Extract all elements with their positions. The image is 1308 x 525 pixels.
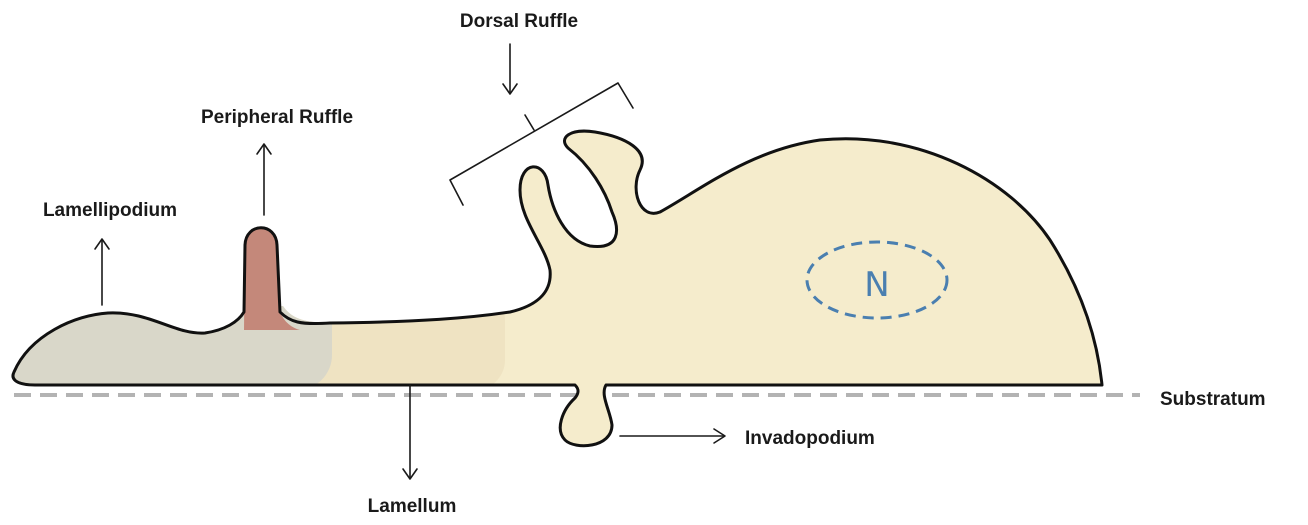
dorsal-ruffle-bracket-tick bbox=[525, 115, 534, 130]
peripheral-ruffle-shape bbox=[244, 228, 300, 330]
substratum-label: Substratum bbox=[1160, 389, 1266, 410]
nucleus-label: N bbox=[864, 265, 889, 305]
invadopodium-label: Invadopodium bbox=[745, 428, 875, 449]
peripheral-ruffle-label: Peripheral Ruffle bbox=[201, 107, 353, 128]
dorsal-ruffle-label: Dorsal Ruffle bbox=[460, 11, 578, 32]
lamellum-label: Lamellum bbox=[368, 496, 457, 517]
cell-body bbox=[13, 131, 1102, 446]
lamellipodium-label: Lamellipodium bbox=[43, 200, 177, 221]
lamellipodium-region bbox=[0, 290, 332, 390]
